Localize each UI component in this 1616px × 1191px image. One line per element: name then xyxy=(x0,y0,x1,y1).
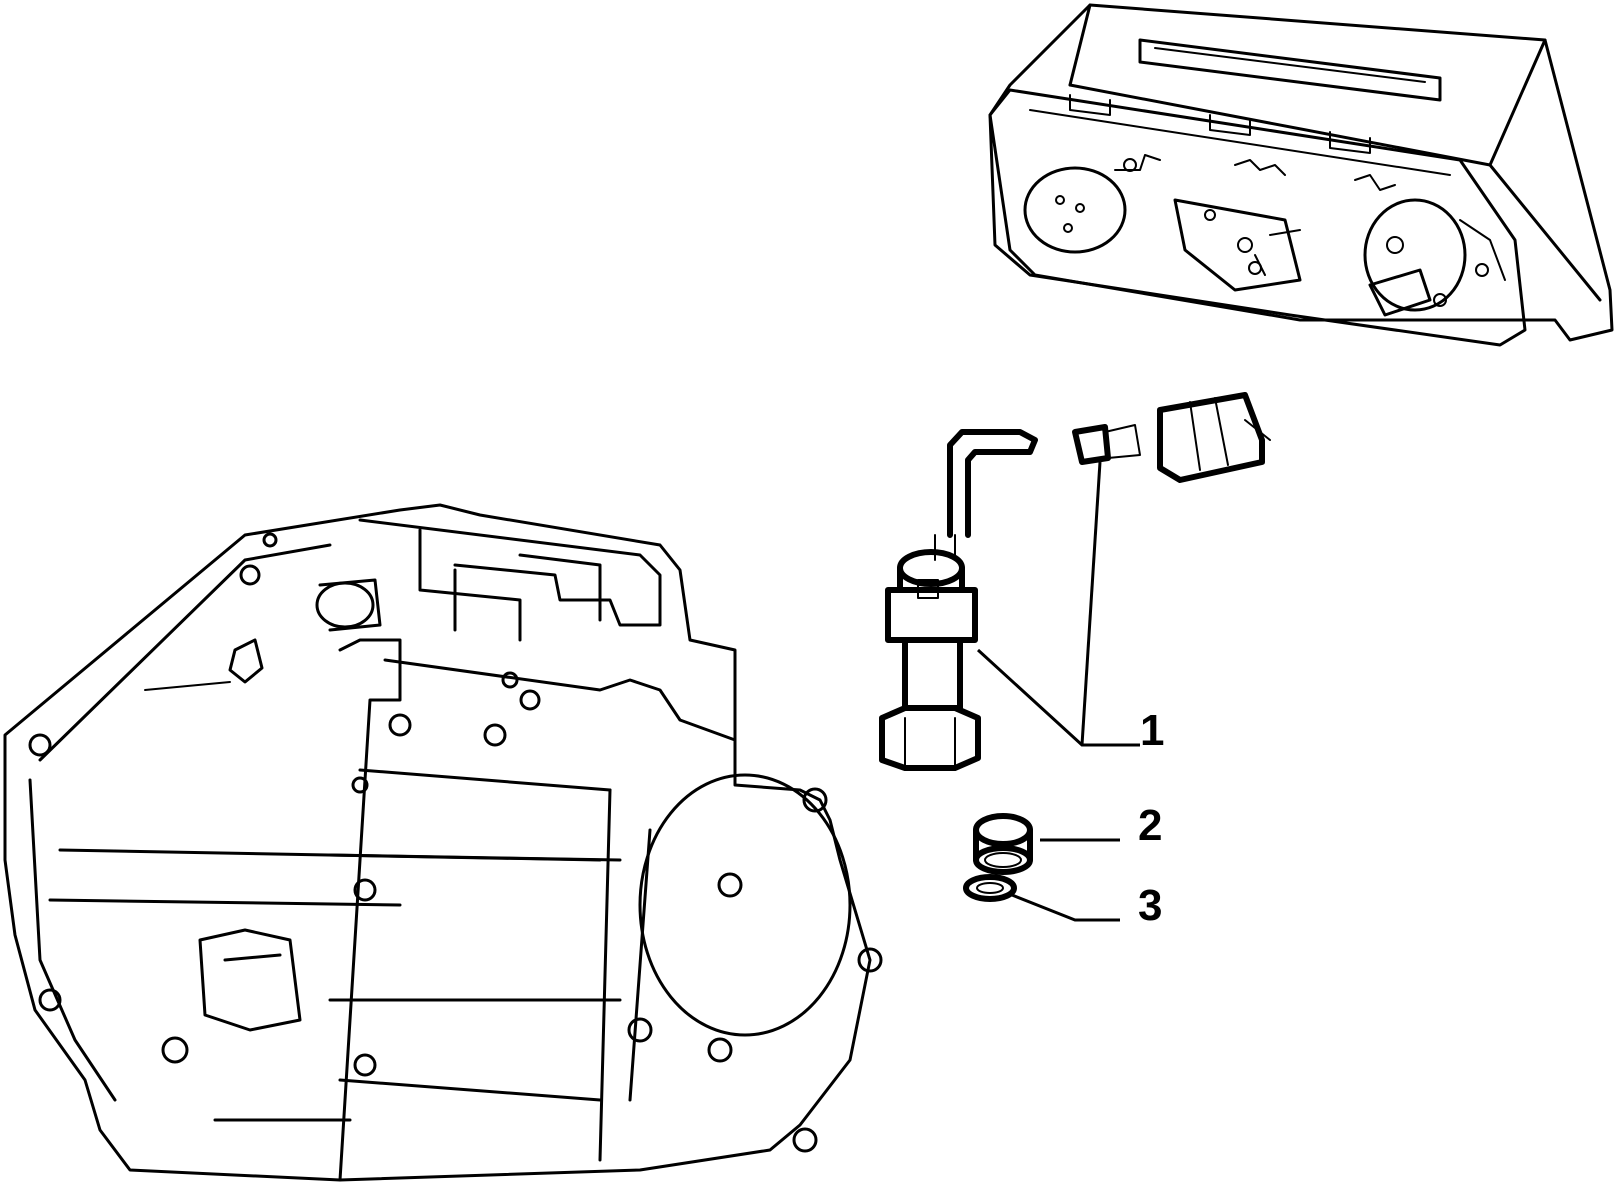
speed-sensor-with-cable xyxy=(879,429,1038,771)
connector-plug xyxy=(1072,392,1271,483)
threaded-bush xyxy=(973,813,1033,875)
sealing-washer xyxy=(963,874,1017,902)
instrument-cluster xyxy=(988,3,1614,347)
gearbox-housing xyxy=(3,503,883,1182)
callout-1: 1 xyxy=(1140,706,1164,755)
leader-lines xyxy=(976,461,1140,922)
callout-3: 3 xyxy=(1138,881,1162,930)
callout-2: 2 xyxy=(1138,801,1162,850)
